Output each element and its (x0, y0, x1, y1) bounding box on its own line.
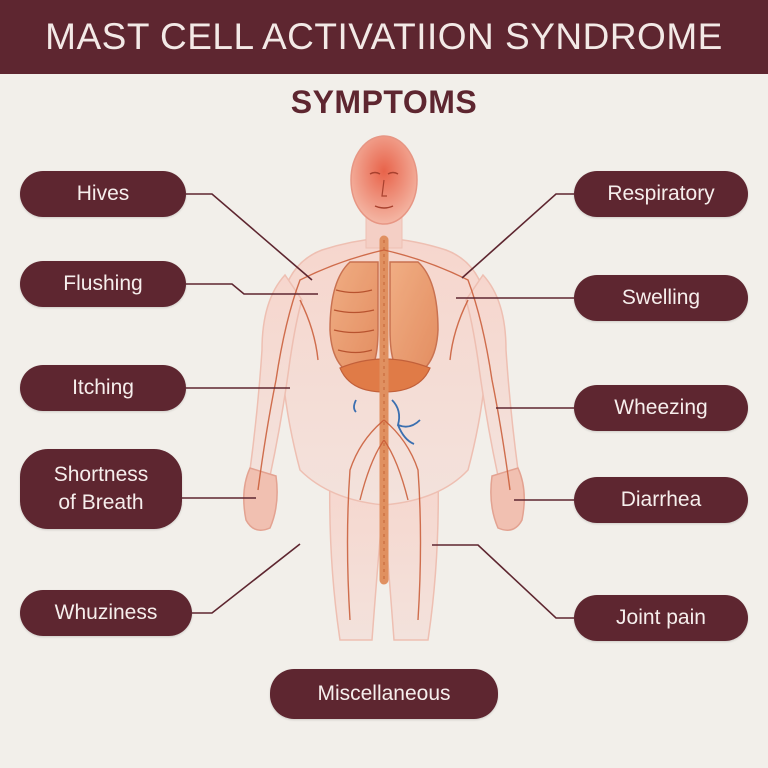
title-banner: MAST CELL ACTIVATIION SYNDROME (0, 0, 768, 74)
symptom-diarrhea: Diarrhea (574, 477, 748, 523)
page-subtitle: SYMPTOMS (290, 84, 478, 120)
symptom-swelling: Swelling (574, 275, 748, 321)
symptom-respiratory: Respiratory (574, 171, 748, 217)
connector-whuziness (192, 543, 301, 614)
nerve-branches (257, 249, 511, 621)
symptom-hives: Hives (20, 171, 186, 217)
symptom-joint-pain: Joint pain (574, 595, 748, 641)
connector-joint-pain (432, 544, 574, 619)
blue-veins (353, 399, 421, 445)
connector-lines (182, 193, 574, 619)
connector-flushing (186, 283, 318, 295)
symptom-wheezing: Wheezing (574, 385, 748, 431)
page-title: MAST CELL ACTIVATIION SYNDROME (45, 16, 723, 57)
connector-hives (186, 193, 313, 281)
symptom-miscellaneous: Miscellaneous (270, 669, 498, 719)
organs (329, 235, 439, 585)
symptom-whuziness: Whuziness (20, 590, 192, 636)
symptom-flushing: Flushing (20, 261, 186, 307)
symptom-itching: Itching (20, 365, 186, 411)
symptom-shortness-of-breath: Shortness of Breath (20, 449, 182, 529)
connector-respiratory (461, 193, 574, 279)
